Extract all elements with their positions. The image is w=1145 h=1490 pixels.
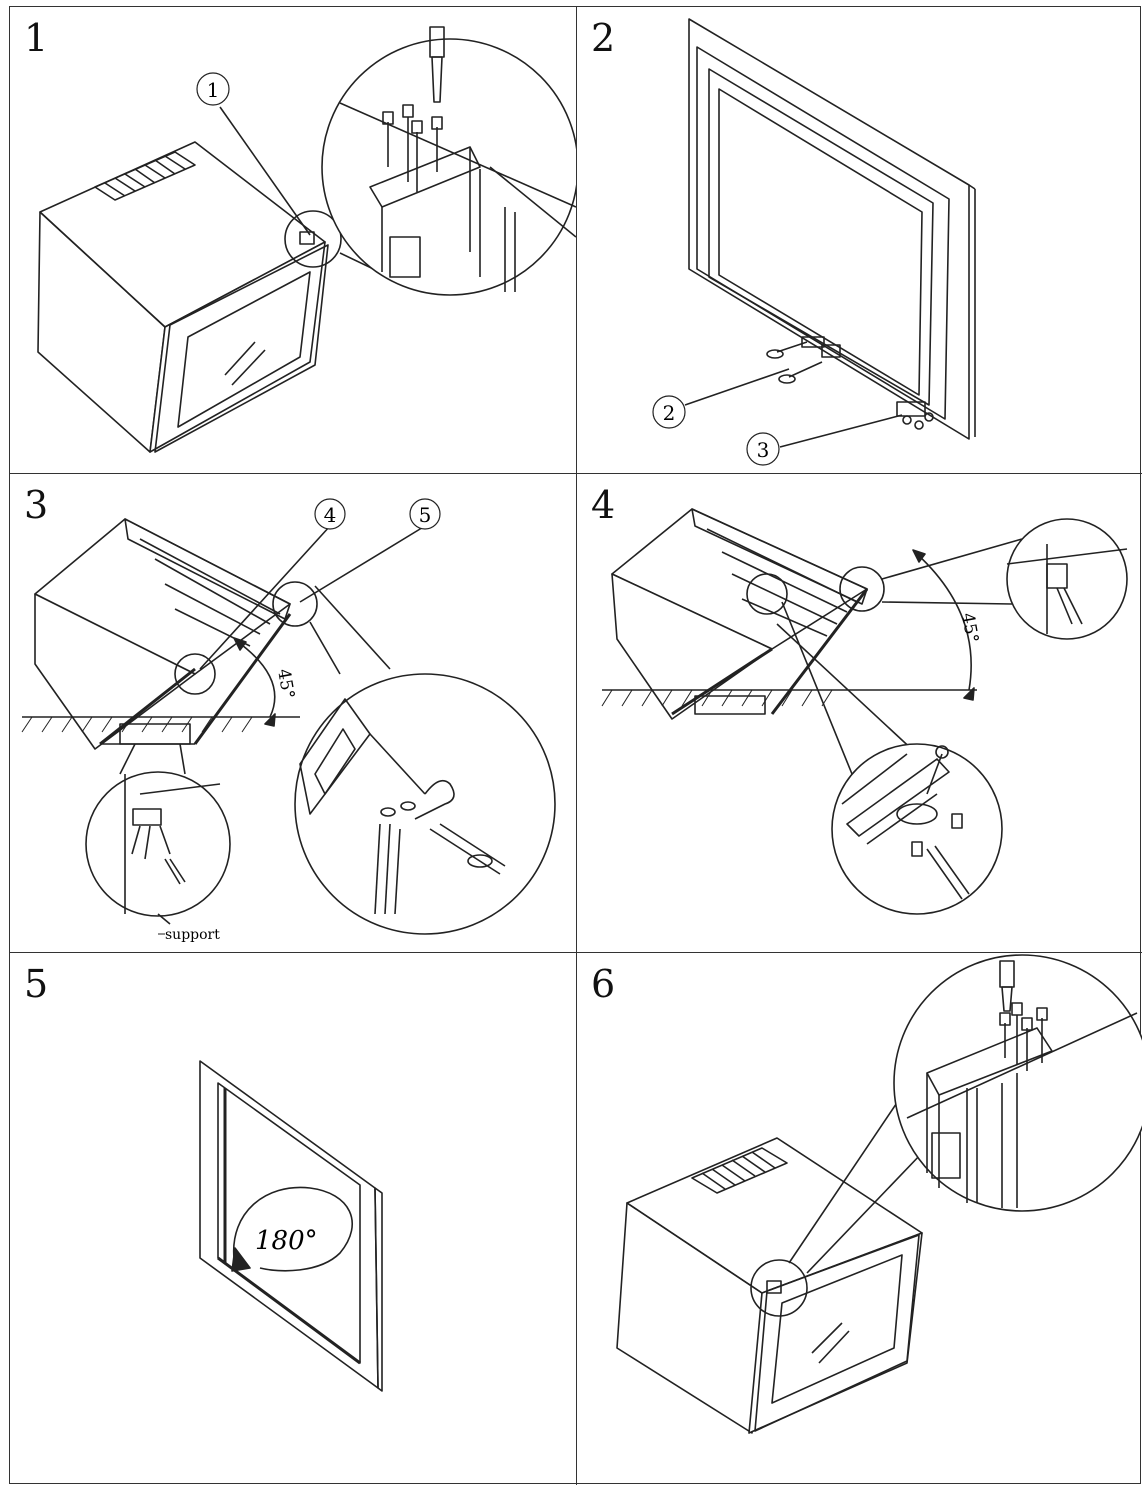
step-5-panel: 5 180°: [10, 953, 577, 1485]
step-1-illustration: 1: [37, 26, 576, 453]
callout-4: 4: [324, 503, 337, 527]
callout-2: 2: [663, 401, 676, 425]
callout-1: 1: [207, 78, 220, 102]
step-4-panel: 4: [577, 474, 1142, 953]
step-1-panel: 1: [10, 7, 577, 474]
step-6-illustration: [616, 954, 1142, 1434]
step-4-illustration: 45°: [601, 508, 1128, 915]
step-3-panel: 3: [10, 474, 577, 953]
step-number: 2: [591, 16, 616, 60]
angle-label: 45°: [957, 611, 982, 644]
angle-label: 45°: [273, 667, 298, 700]
support-label: support: [165, 927, 220, 943]
step-2-panel: 2 2: [577, 7, 1142, 474]
callout-3: 3: [757, 438, 770, 462]
step-number: 1: [24, 16, 49, 60]
callout-5: 5: [419, 503, 432, 527]
step-number: 3: [24, 483, 49, 527]
step-6-panel: 6: [577, 953, 1142, 1485]
step-number: 4: [591, 483, 616, 527]
step-number: 5: [24, 962, 49, 1006]
step-number: 6: [591, 962, 616, 1006]
instruction-grid: 1: [9, 6, 1142, 1485]
step-3-illustration: 4 5 45° support: [21, 498, 556, 943]
step-5-illustration: 180°: [199, 1060, 383, 1392]
step-2-illustration: 2 3: [652, 18, 976, 466]
rotation-label: 180°: [255, 1226, 318, 1256]
